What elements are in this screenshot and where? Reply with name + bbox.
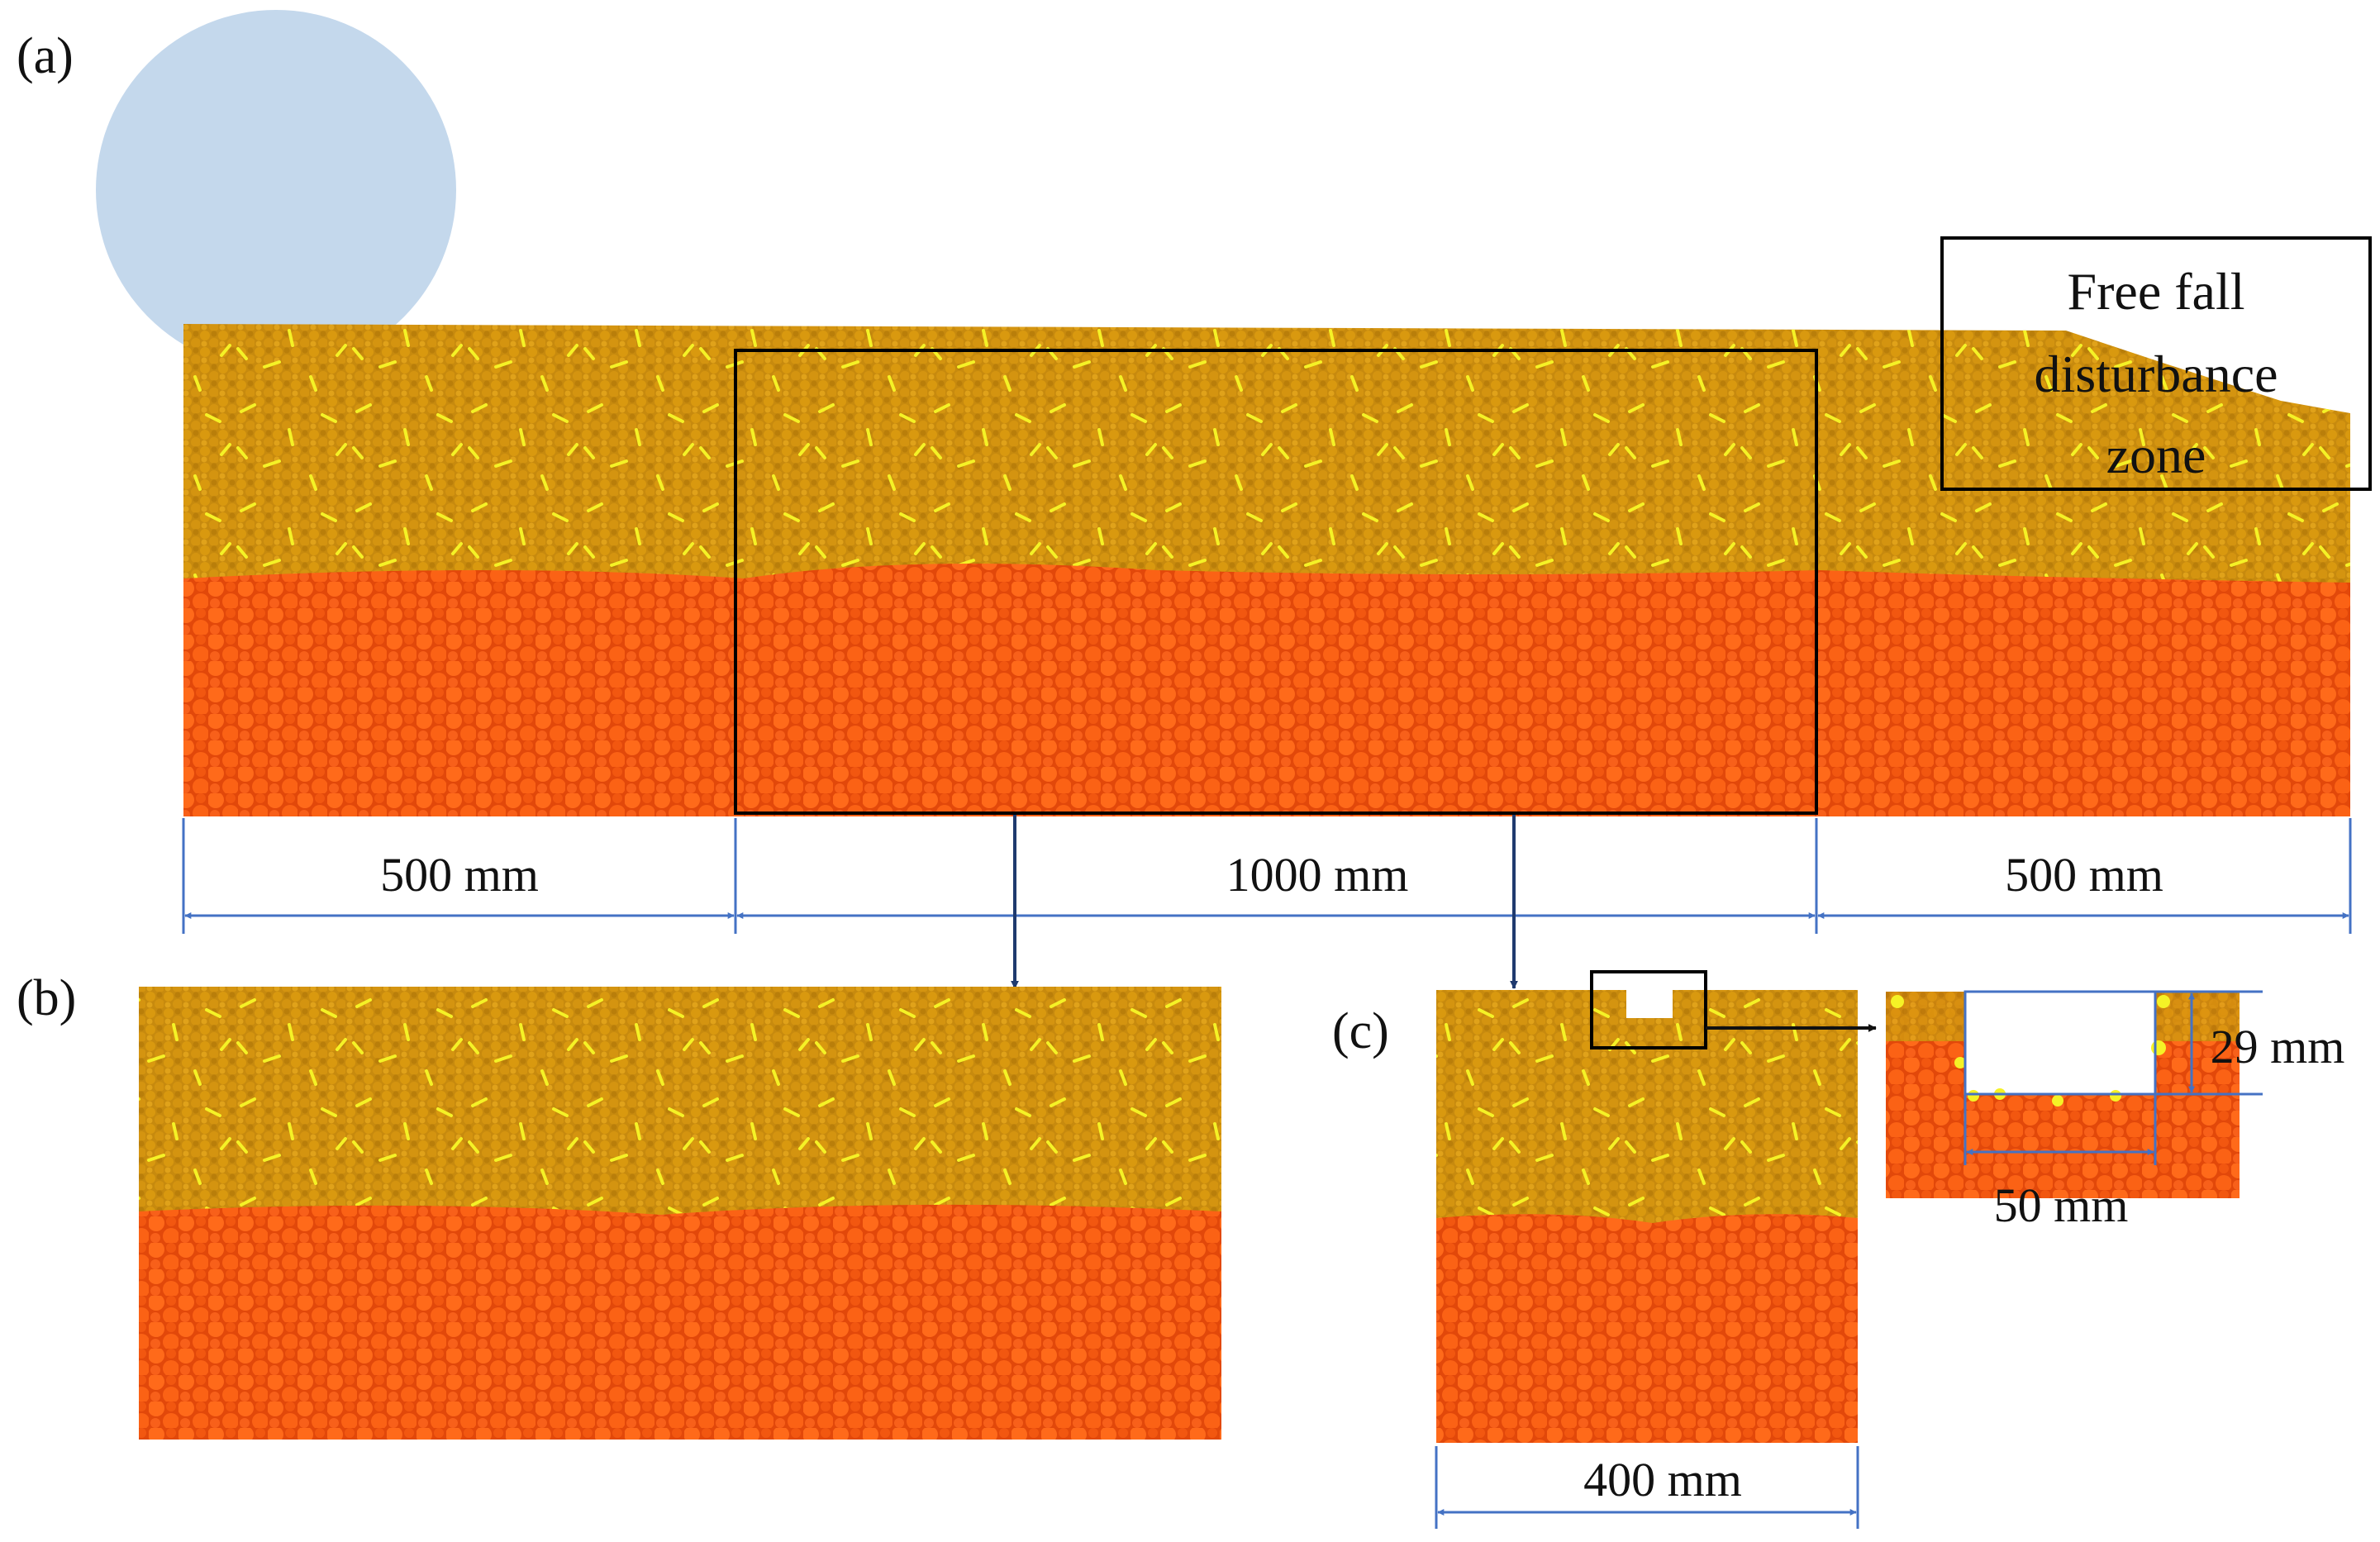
annotation-line-3: zone <box>2106 426 2206 484</box>
groove-notch <box>1626 985 1673 1018</box>
analysis-window-frame <box>734 349 1818 815</box>
dim-groove-width-label: 50 mm <box>1994 1178 2129 1232</box>
annotation-line-1: Free fall <box>2068 262 2245 321</box>
panel-c: (c) <box>1332 970 2345 1529</box>
dimension-lines-a <box>182 818 2352 934</box>
dim-sample-width-label: 400 mm <box>1583 1453 1742 1506</box>
panel-b-bed <box>139 987 1221 1440</box>
panel-a-label: (a) <box>17 28 74 84</box>
dim-groove-depth-label: 29 mm <box>2211 1020 2345 1073</box>
falling-roller <box>96 10 456 370</box>
annotation-frame <box>1940 236 2372 491</box>
panel-c-label: (c) <box>1332 1003 1389 1059</box>
dimension-lines-groove <box>1963 990 2263 1165</box>
groove-zoom-frame <box>1590 970 1707 1049</box>
annotation-line-2: disturbance <box>2035 345 2278 403</box>
groove-cavity <box>1965 992 2155 1094</box>
panel-c-sample <box>1436 985 1858 1443</box>
dim-right-label: 500 mm <box>2005 848 2163 902</box>
dim-left-label: 500 mm <box>380 848 539 902</box>
disturbance-zone-annotation: Free fall disturbance zone <box>1940 236 2372 491</box>
groove-outline <box>1963 990 2157 1096</box>
granular-bed <box>183 324 2350 816</box>
panel-b: (b) <box>17 970 1221 1440</box>
dimension-lines-c <box>1435 1446 1859 1529</box>
dim-middle-label: 1000 mm <box>1226 848 1409 902</box>
panel-a: (a) Free fall disturbance zone <box>17 10 2372 989</box>
panel-b-label: (b) <box>17 970 76 1026</box>
